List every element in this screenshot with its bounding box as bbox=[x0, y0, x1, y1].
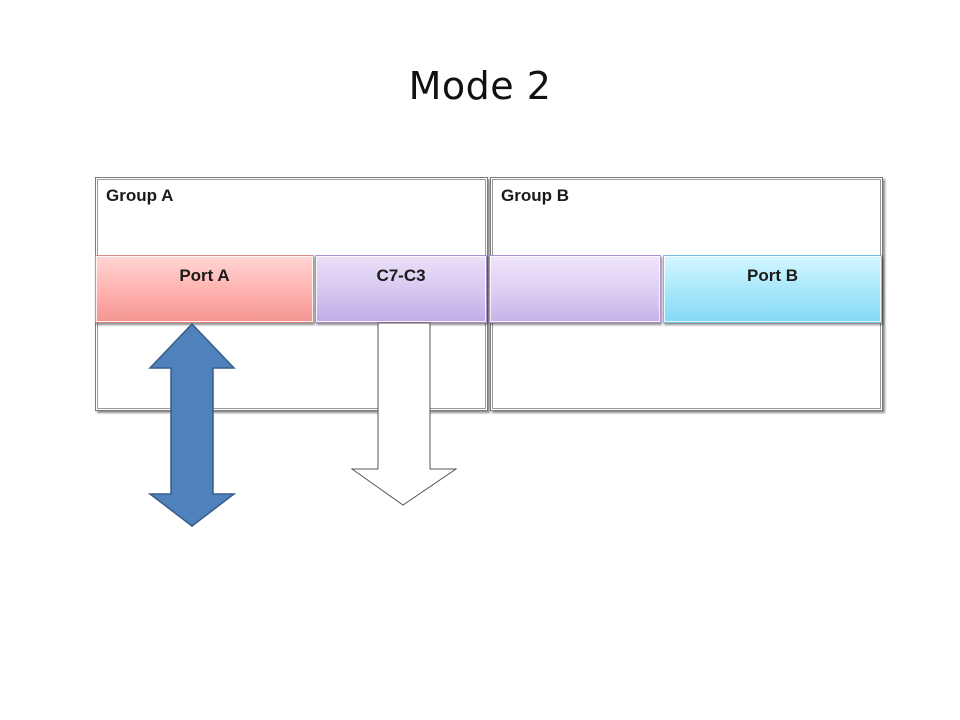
down-arrow-icon bbox=[350, 322, 458, 506]
port-a-label: Port A bbox=[179, 266, 230, 285]
c7-c3-label: C7-C3 bbox=[376, 266, 426, 285]
page-title: Mode 2 bbox=[408, 64, 552, 108]
double-arrow-icon bbox=[147, 322, 237, 527]
port-a-block: Port A bbox=[95, 255, 314, 323]
port-b-label: Port B bbox=[747, 266, 798, 285]
port-b-block: Port B bbox=[663, 255, 882, 323]
group-b-purple-block bbox=[489, 255, 661, 323]
c7-c3-block: C7-C3 bbox=[315, 255, 487, 323]
double-arrow-shape bbox=[147, 322, 237, 527]
group-b-label: Group B bbox=[501, 186, 569, 205]
down-arrow-shape bbox=[350, 322, 458, 506]
group-a-label: Group A bbox=[106, 186, 174, 205]
